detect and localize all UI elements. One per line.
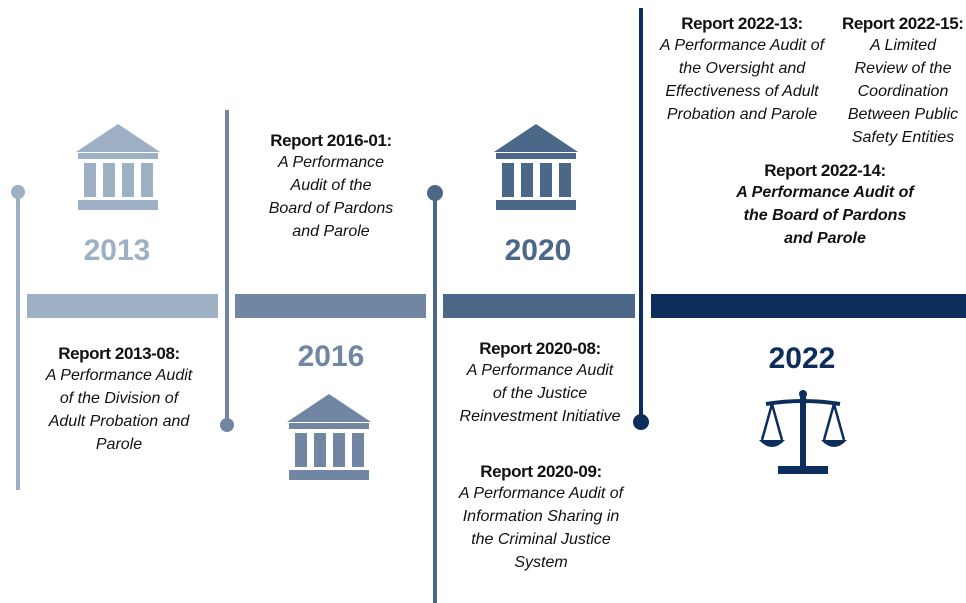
report-description: A Performance Audit of the Board of Pard…: [736, 184, 914, 247]
report-description: A Performance Audit of the Oversight and…: [659, 37, 825, 123]
report-description: A Performance Audit of the Justice Reinv…: [459, 362, 621, 425]
report-2022-15: Report 2022-15: A Limited Review of the …: [836, 14, 966, 149]
connector-line-2020: [433, 192, 437, 603]
connector-line-2013: [16, 192, 20, 490]
report-title: Report 2016-01:: [270, 131, 392, 150]
connector-dot-2020: [427, 185, 443, 201]
connector-line-2016: [225, 110, 229, 426]
report-title: Report 2020-09:: [480, 462, 602, 481]
scales-of-justice-icon: [758, 388, 848, 483]
report-description: A Limited Review of the Coordination Bet…: [847, 37, 959, 146]
year-label-2016: 2016: [297, 340, 365, 373]
report-2013-08: Report 2013-08: A Performance Audit of t…: [40, 344, 198, 456]
timeline-band-2013: [27, 294, 218, 318]
year-label-2022: 2022: [768, 342, 836, 375]
timeline-band-2022: [651, 294, 966, 318]
timeline-band-2016: [235, 294, 426, 318]
courthouse-icon: [74, 122, 162, 217]
report-title: Report 2022-13:: [681, 14, 803, 33]
year-label-2013: 2013: [83, 234, 151, 267]
report-title: Report 2022-14:: [764, 161, 886, 180]
connector-dot-2022: [633, 414, 649, 430]
connector-dot-2016: [220, 418, 234, 432]
report-description: A Performance Audit of the Division of A…: [45, 367, 193, 453]
report-2022-13: Report 2022-13: A Performance Audit of t…: [651, 14, 833, 126]
report-title: Report 2020-08:: [479, 339, 601, 358]
report-title: Report 2022-15:: [842, 14, 964, 33]
report-description: A Performance Audit of Information Shari…: [458, 485, 624, 571]
connector-line-2022: [639, 8, 643, 422]
report-2016-01: Report 2016-01: A Performance Audit of t…: [250, 131, 412, 243]
timeline-band-2020: [443, 294, 635, 318]
report-2020-09: Report 2020-09: A Performance Audit of I…: [456, 462, 626, 574]
connector-dot-2013: [11, 185, 25, 199]
year-label-2020: 2020: [504, 234, 572, 267]
report-title: Report 2013-08:: [58, 344, 180, 363]
courthouse-icon: [492, 122, 580, 217]
courthouse-icon: [285, 392, 373, 487]
report-description: A Performance Audit of the Board of Pard…: [268, 154, 394, 240]
report-2022-14: Report 2022-14: A Performance Audit of t…: [733, 161, 917, 250]
report-2020-08: Report 2020-08: A Performance Audit of t…: [458, 339, 622, 428]
